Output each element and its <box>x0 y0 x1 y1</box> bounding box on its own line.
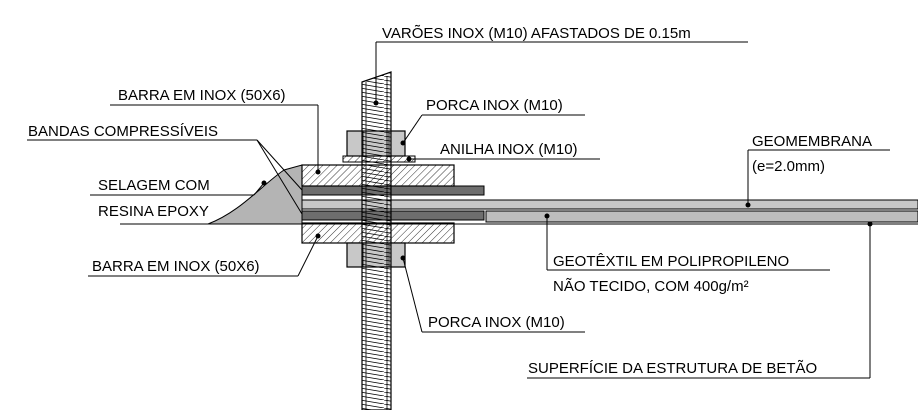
leader-sealing <box>90 180 267 196</box>
threaded-rod <box>361 71 392 410</box>
leader-rods <box>373 41 748 106</box>
label-sealing-line1: SELAGEM COM <box>98 177 210 194</box>
compressive-band-top <box>301 185 485 196</box>
compressive-band-bottom <box>301 210 485 221</box>
label-concrete-surface: SUPERFÍCIE DA ESTRUTURA DE BETÃO <box>528 360 817 377</box>
label-washer: ANILHA INOX (M10) <box>440 141 578 158</box>
geotextile-layer <box>485 210 918 223</box>
label-nut-bottom: PORCA INOX (M10) <box>428 314 565 331</box>
label-sealing-line2: RESINA EPOXY <box>98 203 209 220</box>
leader-nut-top <box>400 114 585 146</box>
label-nut-top: PORCA INOX (M10) <box>426 97 563 114</box>
label-geomembrane-thickness: (e=2.0mm) <box>752 158 825 175</box>
label-rods: VARÕES INOX (M10) AFASTADOS DE 0.15m <box>382 25 691 42</box>
leader-geomembrane <box>745 149 890 208</box>
geomembrane-layer <box>301 199 918 210</box>
label-geomembrane: GEOMEMBRANA <box>752 133 872 150</box>
label-geotextile-line2: NÃO TECIDO, COM 400g/m² <box>553 278 749 295</box>
label-bands: BANDAS COMPRESSÍVEIS <box>28 123 218 140</box>
label-bar-top: BARRA EM INOX (50X6) <box>118 87 286 104</box>
leader-concrete-surface <box>527 221 873 379</box>
leader-nut-bottom <box>400 255 585 333</box>
leader-bar-bottom <box>88 233 321 277</box>
leader-washer <box>406 156 600 162</box>
leader-bar-top <box>110 104 321 175</box>
leader-geotextile <box>544 213 830 271</box>
leader-bands <box>27 139 303 215</box>
label-bar-bottom: BARRA EM INOX (50X6) <box>92 258 260 275</box>
label-geotextile-line1: GEOTÊXTIL EM POLIPROPILENO <box>553 253 789 270</box>
